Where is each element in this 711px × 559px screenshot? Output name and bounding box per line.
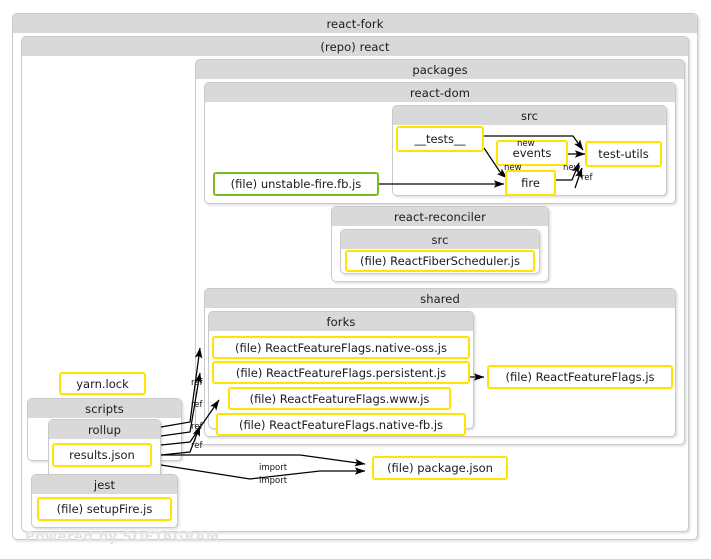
group-header-rollup: rollup: [49, 420, 160, 439]
node-flags-native-oss-js[interactable]: (file) ReactFeatureFlags.native-oss.js: [212, 336, 470, 359]
node-flags-persistent-js[interactable]: (file) ReactFeatureFlags.persistent.js: [212, 361, 470, 384]
group-header-react-reconciler-src: src: [341, 230, 539, 249]
edge-label-new-events: new: [517, 139, 535, 149]
node-label-flags-persistent-js: (file) ReactFeatureFlags.persistent.js: [235, 365, 447, 380]
softagram-watermark: Powered by SOFTAGRAM: [25, 529, 220, 545]
group-header-scripts: scripts: [28, 399, 181, 418]
edge-label-ref-fire: ref: [581, 173, 593, 183]
edge-label-ref-www: ref: [191, 422, 203, 432]
node-label-package-json: (file) package.json: [387, 461, 493, 475]
node-label-fire: fire: [521, 176, 540, 190]
group-header-react-fork: react-fork: [13, 14, 697, 33]
node-unstable-fire-fb-js[interactable]: (file) unstable-fire.fb.js: [213, 172, 379, 196]
node-label-flags-native-oss-js: (file) ReactFeatureFlags.native-oss.js: [235, 340, 447, 355]
group-header-react-dom-src: src: [393, 106, 666, 125]
group-header-forks: forks: [209, 312, 473, 331]
edge-label-ref-native-oss: ref: [191, 378, 203, 388]
edge-label-import-results: import: [259, 476, 288, 486]
group-header-react-reconciler: react-reconciler: [332, 207, 548, 226]
group-header-jest: jest: [32, 475, 177, 494]
node-yarn-lock[interactable]: yarn.lock: [59, 372, 146, 395]
node-label-flags-www-js: (file) ReactFeatureFlags.www.js: [249, 391, 430, 406]
group-header-shared: shared: [205, 289, 675, 308]
node-react-fiber-scheduler-js[interactable]: (file) ReactFiberScheduler.js: [345, 250, 535, 272]
group-header-packages: packages: [196, 60, 684, 79]
node-package-json[interactable]: (file) package.json: [372, 456, 508, 480]
node-flags-native-fb-js[interactable]: (file) ReactFeatureFlags.native-fb.js: [216, 413, 466, 436]
edge-label-new-fire: new: [563, 163, 581, 173]
node-label-tests: __tests__: [414, 132, 466, 146]
node-label-react-fiber-scheduler-js: (file) ReactFiberScheduler.js: [359, 254, 520, 268]
node-label-test-utils: test-utils: [598, 147, 649, 161]
node-fire[interactable]: fire: [505, 170, 556, 196]
node-label-flags-native-fb-js: (file) ReactFeatureFlags.native-fb.js: [238, 417, 444, 432]
node-test-utils[interactable]: test-utils: [585, 141, 662, 167]
node-label-yarn-lock: yarn.lock: [76, 376, 129, 391]
edge-label-ref-native-fb: ref: [191, 441, 203, 451]
node-label-unstable-fire-fb-js: (file) unstable-fire.fb.js: [230, 177, 362, 191]
node-react-feature-flags-js[interactable]: (file) ReactFeatureFlags.js: [487, 365, 673, 389]
node-label-setup-fire-js: (file) setupFire.js: [56, 502, 153, 516]
edge-label-ref-persistent: ref: [191, 400, 203, 410]
node-setup-fire-js[interactable]: (file) setupFire.js: [37, 497, 172, 521]
node-tests[interactable]: __tests__: [396, 126, 484, 152]
node-flags-www-js[interactable]: (file) ReactFeatureFlags.www.js: [228, 387, 451, 410]
edge-label-new-tests-fire: new: [504, 163, 522, 173]
group-header-repo-react: (repo) react: [22, 37, 688, 56]
group-header-react-dom: react-dom: [205, 83, 675, 102]
node-label-results-json: results.json: [69, 448, 135, 462]
node-label-react-feature-flags-js: (file) ReactFeatureFlags.js: [505, 370, 655, 384]
node-results-json[interactable]: results.json: [52, 443, 152, 467]
edge-label-import-rollup: import: [259, 463, 288, 473]
